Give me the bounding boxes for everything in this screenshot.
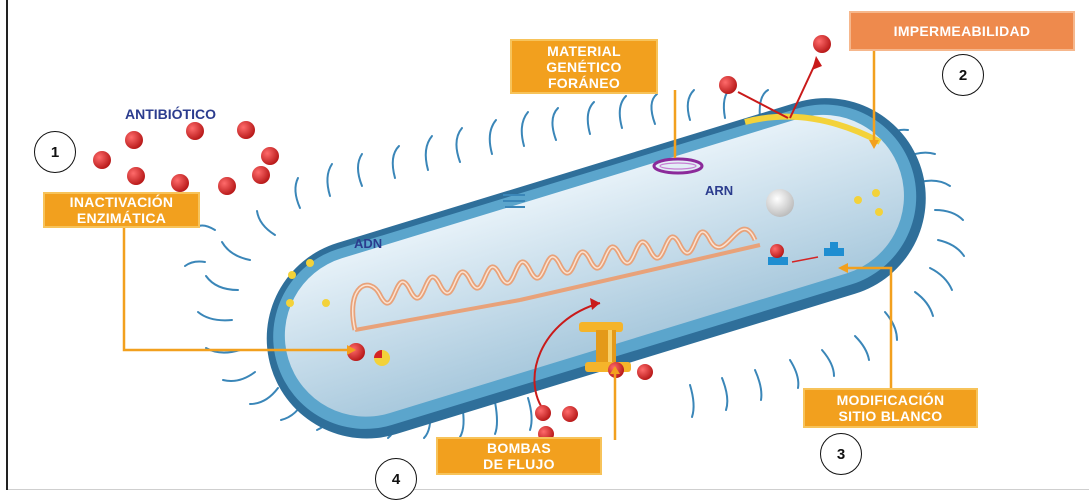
vacuole-sphere	[766, 189, 794, 217]
impermeability-label: IMPERMEABILIDAD	[849, 11, 1075, 51]
enzymatic-inactivation-label: INACTIVACIÓN ENZIMÁTICA	[43, 192, 200, 228]
marker-3: 3	[820, 433, 862, 475]
adn-label: ADN	[354, 236, 382, 251]
efflux-pumps-label: BOMBAS DE FLUJO	[436, 437, 602, 475]
foreign-genetic-material-label: MATERIAL GENÉTICO FORÁNEO	[510, 39, 658, 94]
antibiotic-label: ANTIBIÓTICO	[125, 106, 216, 122]
marker-2: 2	[942, 54, 984, 96]
marker-4: 4	[375, 458, 417, 500]
target-site-modification-label: MODIFICACIÓN SITIO BLANCO	[803, 388, 978, 428]
arn-label: ARN	[705, 183, 733, 198]
marker-1: 1	[34, 131, 76, 173]
